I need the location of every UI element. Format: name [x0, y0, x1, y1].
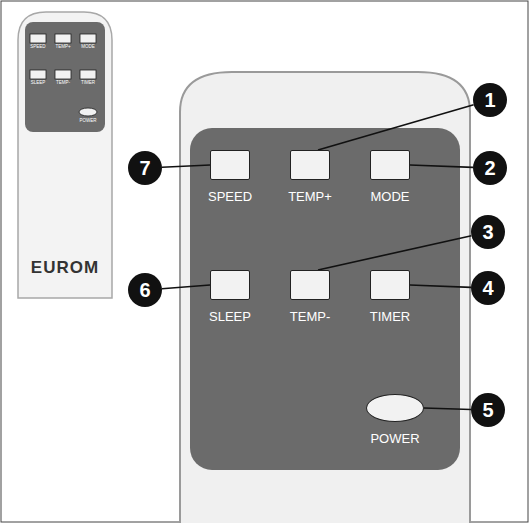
leader-line	[162, 285, 210, 289]
callout-number: 1	[484, 90, 495, 110]
inset-button-label: POWER	[79, 119, 96, 124]
button-label: TEMP-	[290, 309, 330, 324]
inset-button-label: SLEEP	[31, 81, 46, 86]
remote-button: TEMP-	[290, 270, 330, 300]
leader-line	[424, 408, 471, 409]
inset-buttons	[30, 34, 97, 116]
remote-button: POWER	[366, 394, 424, 422]
leader-line	[318, 236, 471, 270]
callout-circle: 1	[473, 83, 507, 117]
callout-circle: 4	[471, 271, 505, 305]
button-label: SLEEP	[209, 309, 251, 324]
callout-number: 7	[139, 158, 150, 178]
remote-button: MODE	[370, 150, 410, 180]
remote-button: TIMER	[370, 270, 410, 300]
callout-number: 3	[482, 222, 493, 242]
inset-button-label: TEMP+	[55, 45, 70, 50]
inset-button-label: TIMER	[81, 81, 95, 86]
inset-button-label: SPEED	[30, 45, 45, 50]
inset-button-label: MODE	[81, 45, 95, 50]
leader-line	[410, 285, 471, 287]
inset-button-label: TEMP-	[56, 81, 70, 86]
button-label: POWER	[370, 431, 419, 446]
brand-name: EUROM	[31, 259, 99, 276]
callout-number: 2	[484, 158, 495, 178]
leader-line	[318, 105, 474, 150]
callout-number: 6	[139, 280, 150, 300]
button-label: TEMP+	[288, 189, 332, 204]
button-label: SPEED	[208, 189, 252, 204]
callout-number: 4	[482, 278, 493, 298]
leader-line	[410, 165, 473, 167]
button-label: MODE	[371, 189, 410, 204]
inset-panel	[25, 22, 105, 132]
remote-button: SPEED	[210, 150, 250, 180]
callout-circle: 5	[471, 393, 505, 427]
remote-button: TEMP+	[290, 150, 330, 180]
inset-remote-body	[18, 12, 112, 298]
callout-circle: 7	[128, 151, 162, 185]
button-panel	[190, 128, 460, 470]
remote-button: SLEEP	[210, 270, 250, 300]
button-label: TIMER	[370, 309, 410, 324]
leader-line	[162, 165, 210, 167]
callout-circle: 6	[128, 273, 162, 307]
callout-circle: 2	[473, 151, 507, 185]
callout-number: 5	[482, 400, 493, 420]
remote-body	[180, 72, 470, 523]
callout-circle: 3	[471, 215, 505, 249]
